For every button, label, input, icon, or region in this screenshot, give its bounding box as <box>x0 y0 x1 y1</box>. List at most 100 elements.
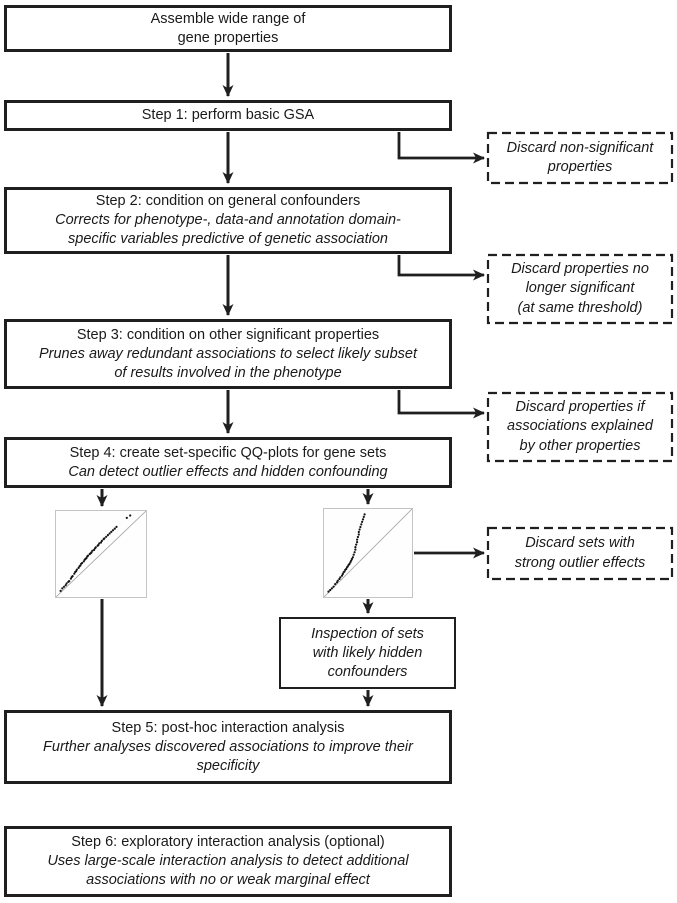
box-step5: Step 5: post-hoc interaction analysis Fu… <box>4 710 452 784</box>
qq-data-point <box>98 542 101 545</box>
qq-data-point <box>113 527 116 530</box>
qq-data-point <box>354 546 357 549</box>
arrow-step2-to-discard-2 <box>397 255 485 281</box>
qq-data-point <box>108 532 111 535</box>
box-desc: Corrects for phenotype-, data-and annota… <box>55 212 401 247</box>
box-title: Step 6: exploratory interaction analysis… <box>71 834 385 850</box>
qq-data-point <box>363 513 366 516</box>
qq-data-point <box>336 579 339 582</box>
qq-plot-left <box>55 510 147 598</box>
qq-data-point <box>340 574 344 577</box>
qq-data-point <box>353 551 356 554</box>
qq-data-point <box>339 576 342 579</box>
qq-data-point <box>362 515 365 518</box>
qq-data-point <box>65 582 68 585</box>
qq-data-point <box>356 538 359 541</box>
box-desc: Further analyses discovered associations… <box>43 738 413 774</box>
qq-data-point <box>361 520 364 523</box>
discard-box-no-longer-significant: Discard properties no longer significant… <box>511 260 649 316</box>
qq-data-point <box>71 575 74 578</box>
box-assemble: Assemble wide range of gene properties <box>4 5 452 52</box>
qq-data-point <box>90 551 93 554</box>
box-desc: Inspection of sets with likely hidden co… <box>311 625 424 680</box>
qq-scatter-svg <box>324 509 412 597</box>
discard-box-border-2 <box>486 253 674 325</box>
box-step4: Step 4: create set-specific QQ-plots for… <box>4 437 452 488</box>
qq-diagonal-line <box>56 511 146 597</box>
box-title: Assemble wide range of gene properties <box>150 10 306 46</box>
box-inspection: Inspection of sets with likely hidden co… <box>279 617 456 689</box>
qq-data-point <box>105 535 108 538</box>
qq-data-point <box>346 565 349 568</box>
discard-box-border-1 <box>486 131 674 185</box>
qq-data-point <box>335 581 338 584</box>
qq-data-point <box>361 518 365 521</box>
qq-data-point <box>110 530 113 533</box>
qq-data-point <box>359 525 362 529</box>
qq-data-point <box>99 541 103 544</box>
discard-box-strong-outliers: Discard sets with strong outlier effects <box>514 535 646 571</box>
qq-data-point <box>360 523 363 526</box>
qq-data-point <box>125 516 128 519</box>
qq-data-point <box>351 556 354 559</box>
box-step1: Step 1: perform basic GSA <box>4 100 452 131</box>
qq-data-point <box>82 560 85 563</box>
qq-data-point <box>64 584 67 587</box>
box-title: Step 2: condition on general confounders <box>95 193 361 209</box>
qq-data-point <box>350 559 353 562</box>
qq-plot-right <box>323 508 413 598</box>
qq-data-point <box>61 587 64 590</box>
qq-data-point <box>91 549 94 552</box>
qq-data-point <box>79 564 82 567</box>
qq-data-point <box>345 567 348 571</box>
box-desc: Uses large-scale interaction analysis to… <box>47 853 409 888</box>
qq-data-point <box>94 546 97 549</box>
qq-data-point <box>357 533 360 536</box>
box-step6: Step 6: exploratory interaction analysis… <box>4 826 452 897</box>
qq-data-point <box>100 539 103 542</box>
qq-data-point <box>354 548 357 551</box>
box-title: Step 3: condition on other significant p… <box>76 326 380 343</box>
arrow-step3-to-discard-3 <box>397 390 485 419</box>
qq-data-point <box>75 568 78 571</box>
qq-scatter-svg <box>56 511 146 597</box>
arrow-step1-to-discard-1 <box>397 132 485 164</box>
qq-data-point <box>81 561 84 565</box>
discard-box-border-3 <box>486 391 674 463</box>
qq-data-point <box>355 543 358 546</box>
qq-data-point <box>97 543 100 547</box>
qq-data-point <box>129 514 132 517</box>
qq-data-point <box>338 577 341 581</box>
qq-data-point <box>68 580 71 583</box>
qq-data-point <box>352 553 355 556</box>
discard-box-border-4 <box>486 526 674 581</box>
qq-data-point <box>327 590 330 593</box>
qq-data-point <box>69 577 72 580</box>
qq-data-point <box>59 589 62 592</box>
box-title: Step 4: create set-specific QQ-plots for… <box>69 444 387 461</box>
qq-data-point <box>73 572 76 575</box>
box-desc: Prunes away redundant associations to se… <box>38 345 417 381</box>
qq-diagonal-line <box>324 509 412 597</box>
box-title: Step 5: post-hoc interaction analysis <box>111 719 345 736</box>
qq-data-point <box>334 583 337 586</box>
qq-data-point <box>93 548 96 551</box>
box-step3: Step 3: condition on other significant p… <box>4 319 452 389</box>
qq-data-point <box>357 530 360 534</box>
discard-box-non-significant: Discard non-significant properties <box>506 139 654 176</box>
qq-data-point <box>329 588 332 592</box>
qq-data-point <box>356 541 359 544</box>
qq-data-point <box>341 572 344 576</box>
qq-data-point <box>332 585 335 588</box>
qq-data-point <box>348 562 351 565</box>
qq-data-point <box>115 525 118 528</box>
qq-data-point <box>343 570 346 573</box>
box-desc: Can detect outlier effects and hidden co… <box>68 463 388 480</box>
qq-data-point <box>356 535 359 539</box>
qq-data-point <box>358 528 361 531</box>
qq-data-point <box>111 529 115 532</box>
box-step2: Step 2: condition on general confounders… <box>4 187 452 254</box>
qq-data-point <box>350 557 354 560</box>
